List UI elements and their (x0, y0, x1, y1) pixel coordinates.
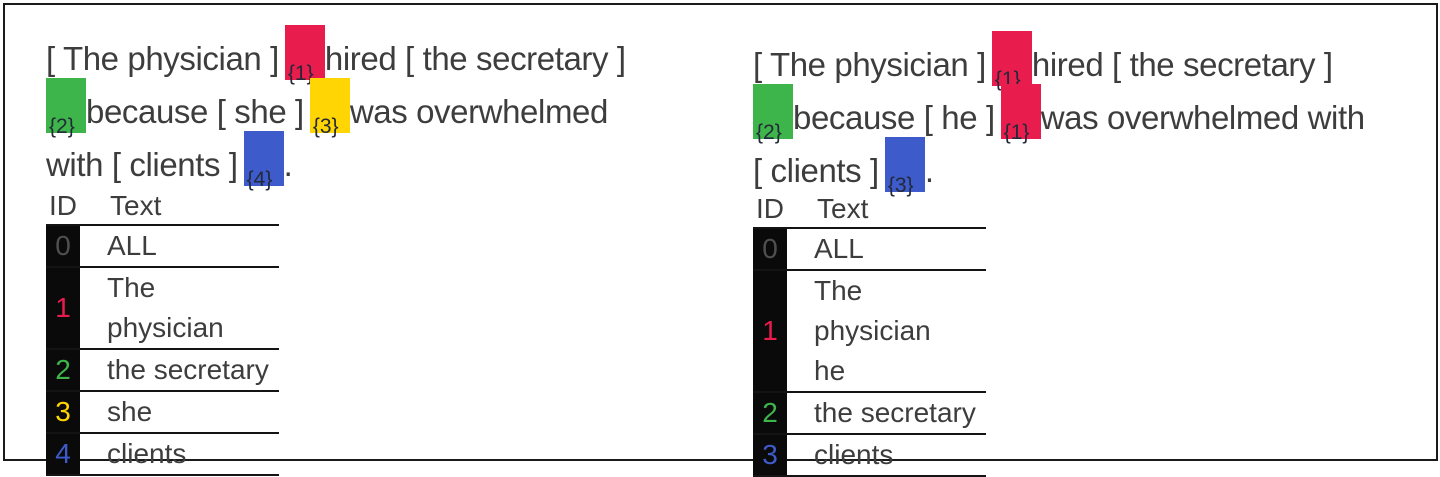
mention-text: hired [ the secretary ] (324, 40, 626, 77)
mention-text: hired [ the secretary ] (1031, 46, 1333, 83)
text-cell: the secretary (814, 397, 976, 428)
mention-table-right: ID Text 0 ALL 1 The physician he 2 th (753, 191, 986, 477)
entity-marker-label: {1} (287, 62, 314, 85)
entity-marker-label: {2} (756, 121, 782, 144)
annotated-sentence-left: [ The physician ] {1} hired [ the secretar… (46, 25, 626, 190)
example-panel-left: [ The physician ] {1} hired [ the secretar… (46, 25, 626, 476)
entity-marker-green: {2} (46, 78, 86, 137)
table-header-row: ID Text (753, 191, 986, 227)
mention-text: [ The physician ] (753, 46, 986, 83)
mention-text: was overwhelmed with (1040, 99, 1365, 136)
id-cell: 1 (753, 271, 787, 391)
table-row: 2 the secretary (46, 350, 279, 392)
id-cell: 0 (753, 229, 787, 269)
id-cell: 3 (753, 435, 787, 475)
entity-marker-red: {1} (1000, 84, 1041, 143)
entity-marker-label: {1} (1003, 121, 1030, 144)
table-header-row: ID Text (46, 188, 279, 224)
text-cell: The physician he (814, 275, 931, 386)
mention-table-left: ID Text 0 ALL 1 The physician 2 the secr… (46, 188, 279, 476)
table-body: 0 ALL 1 The physician he 2 the secretary… (753, 227, 986, 477)
entity-marker-red: {1} (991, 31, 1032, 90)
mention-text: because [ she ] (86, 93, 304, 130)
sentence-line: {2} because [ he ] {1} was overwhelmed with (753, 84, 1365, 143)
mention-text: [ clients ] (753, 152, 879, 189)
text-cell: The physician (107, 272, 224, 343)
mention-text: with [ clients ] (46, 146, 238, 183)
annotated-sentence-right: [ The physician ]{1}hired [ the secretar… (753, 31, 1365, 196)
id-cell: 4 (46, 434, 80, 474)
text-cell: ALL (814, 233, 864, 264)
table-body: 0 ALL 1 The physician 2 the secretary 3 … (46, 224, 279, 476)
text-cell: clients (814, 439, 894, 470)
mention-text: was overwhelmed (349, 93, 609, 130)
sentence-line: {2} because [ she ] {3} was overwhelmed (46, 78, 626, 137)
entity-marker-blue: {4} (243, 131, 284, 190)
sentence-line: [ The physician ]{1}hired [ the secretar… (753, 31, 1365, 90)
table-row: 0 ALL (46, 226, 279, 268)
sentence-line: with [ clients ] {4}. (46, 131, 626, 190)
table-row: 2 the secretary (753, 393, 986, 435)
entity-marker-label: {2} (49, 115, 75, 138)
entity-marker-red: {1} (284, 25, 325, 84)
text-cell: the secretary (107, 354, 269, 385)
table-row: 1 The physician (46, 268, 279, 350)
table-row: 3 she (46, 392, 279, 434)
table-row: 0 ALL (753, 229, 986, 271)
id-cell: 0 (46, 226, 80, 266)
id-cell: 2 (46, 350, 80, 390)
mention-text: because [ he ] (793, 99, 995, 136)
figure-frame: [ The physician ]{1}hired [ the secretar… (3, 3, 1438, 477)
entity-marker-blue: {3} (884, 137, 925, 196)
table-header-text: Text (817, 193, 869, 224)
entity-marker-label: {4} (246, 168, 273, 191)
example-panel-right: [ The physician ]{1}hired [ the secretar… (753, 31, 1365, 477)
text-cell: clients (107, 438, 187, 469)
table-row: 1 The physician he (753, 271, 986, 393)
sentence-line: [ The physician ] {1} hired [ the secretar… (46, 25, 626, 84)
entity-marker-green: {2} (753, 84, 793, 143)
mention-text: . (283, 146, 293, 183)
mention-text: . (924, 152, 934, 189)
table-header-id: ID (49, 190, 77, 221)
table-header-text: Text (110, 190, 162, 221)
id-cell: 2 (753, 393, 787, 433)
table-row: 4 clients (46, 434, 279, 476)
table-header-id: ID (756, 193, 784, 224)
sentence-line: [ clients ] {3}. (753, 137, 1365, 196)
entity-marker-yellow: {3} (309, 78, 350, 137)
text-cell: ALL (107, 230, 157, 261)
mention-text: [ The physician ] (46, 40, 279, 77)
text-cell: she (107, 396, 153, 427)
entity-marker-label: {3} (887, 174, 914, 197)
entity-marker-label: {3} (312, 115, 339, 138)
id-cell: 3 (46, 392, 80, 432)
id-cell: 1 (46, 268, 80, 348)
table-row: 3 clients (753, 435, 986, 477)
